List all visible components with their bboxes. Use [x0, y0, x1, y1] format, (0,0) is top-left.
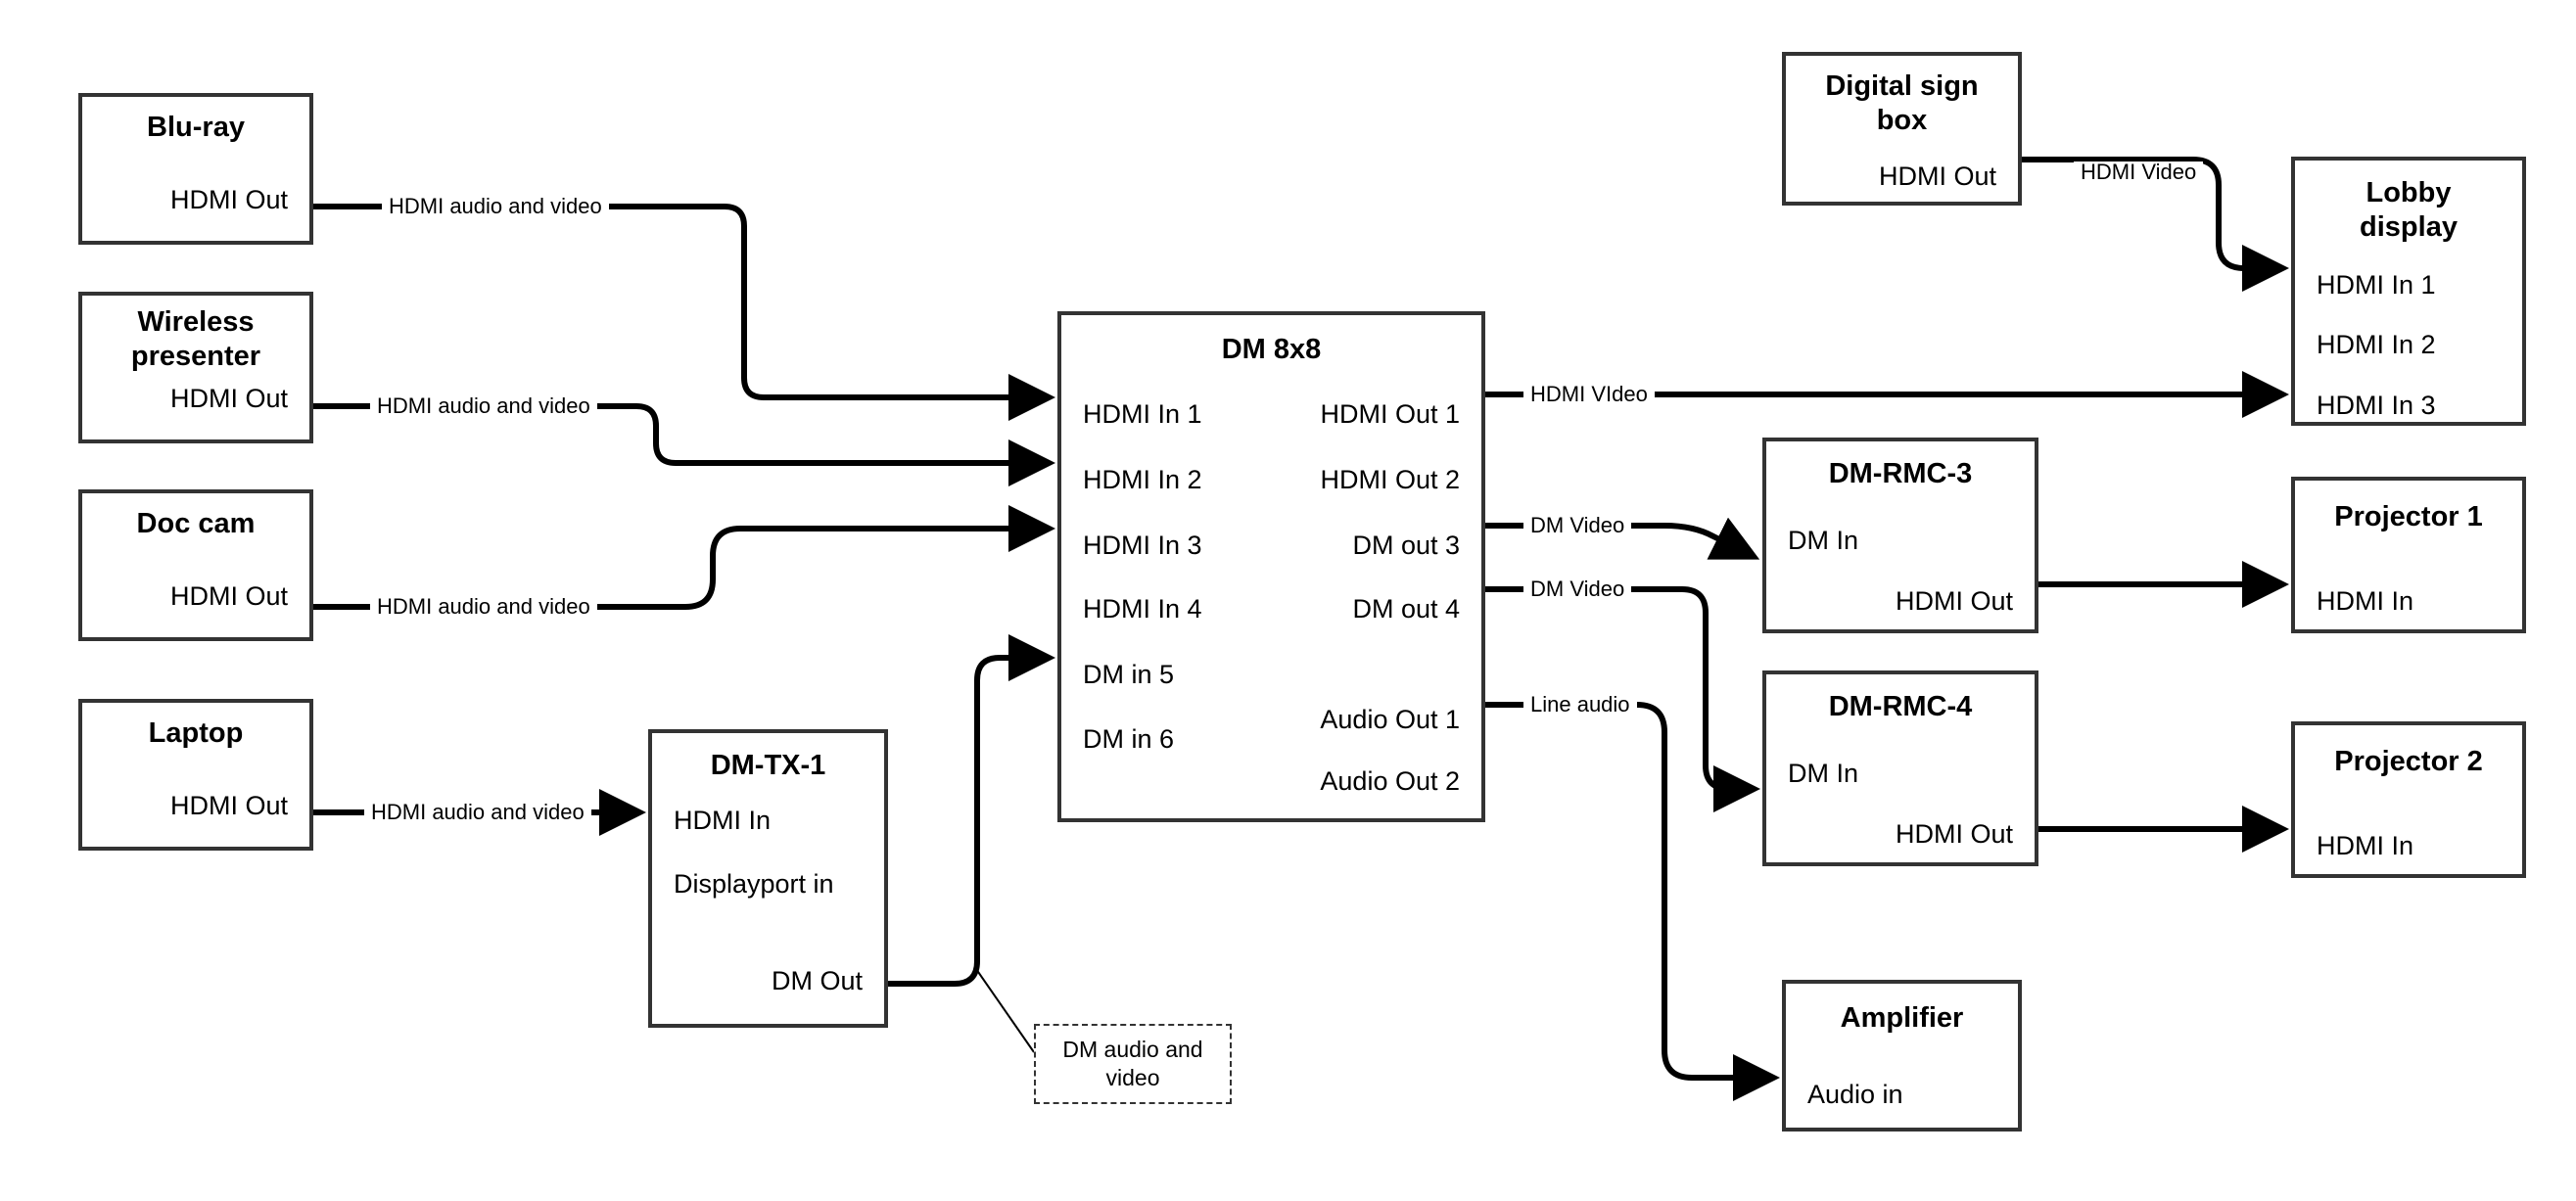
port-hdmi-in-3: HDMI In 3 — [1083, 531, 1202, 560]
node-title: DM-RMC-3 — [1828, 458, 1973, 489]
port-dm-out: DM Out — [771, 966, 863, 995]
wire-bluray-to-dm-hdmi-in-1 — [313, 204, 1055, 421]
wire-label-wireless: HDMI audio and video — [370, 395, 597, 417]
node-amplifier[interactable]: Amplifier Audio in — [1782, 980, 2022, 1132]
port-displayport-in: Displayport in — [674, 869, 834, 899]
port-hdmi-in: HDMI In — [2317, 831, 2414, 860]
node-title: Laptop — [148, 717, 244, 749]
port-hdmi-in: HDMI In — [2317, 586, 2414, 616]
node-dm-rmc-3[interactable]: DM-RMC-3 DM In HDMI Out — [1762, 438, 2038, 633]
node-doc-cam[interactable]: Doc cam HDMI Out — [78, 489, 313, 641]
node-title: Projector 1 — [2334, 501, 2483, 532]
port-dm-out-3: DM out 3 — [1352, 531, 1460, 560]
port-hdmi-in-1: HDMI In 1 — [2317, 270, 2436, 300]
port-dm-in-5: DM in 5 — [1083, 660, 1175, 689]
node-dm-tx-1[interactable]: DM-TX-1 HDMI In Displayport in DM Out — [648, 729, 888, 1028]
port-hdmi-out: HDMI Out — [169, 581, 288, 611]
port-hdmi-out: HDMI Out — [1895, 586, 2013, 616]
port-hdmi-in-2: HDMI In 2 — [1083, 465, 1202, 494]
wire-label-hdmi-video-sign: HDMI Video — [2074, 162, 2204, 183]
wire-audio-out-1-to-amplifier — [1485, 702, 1780, 1101]
node-blu-ray[interactable]: Blu-ray HDMI Out — [78, 93, 313, 245]
port-hdmi-out-1: HDMI Out 1 — [1320, 399, 1460, 429]
node-lobby-display[interactable]: Lobby display HDMI In 1 HDMI In 2 HDMI I… — [2291, 157, 2526, 426]
node-dm-8x8[interactable]: DM 8x8 HDMI In 1 HDMI In 2 HDMI In 3 HDM… — [1057, 311, 1485, 822]
wire-dmtx-to-dm-in-5 — [888, 634, 1055, 987]
wire-dm-out-4-to-rmc-4 — [1485, 586, 1760, 812]
port-dm-in-6: DM in 6 — [1083, 724, 1175, 754]
port-dm-in: DM In — [1788, 759, 1859, 788]
node-title: Wireless presenter — [130, 306, 261, 373]
node-wireless-presenter[interactable]: Wireless presenter HDMI Out — [78, 292, 313, 443]
node-title: DM 8x8 — [1221, 334, 1322, 365]
wire-label-doccam: HDMI audio and video — [370, 596, 597, 618]
port-hdmi-out: HDMI Out — [1878, 162, 1996, 191]
port-hdmi-out: HDMI Out — [169, 384, 288, 413]
node-title: Amplifier — [1840, 1002, 1964, 1034]
port-hdmi-out: HDMI Out — [169, 185, 288, 214]
wire-label-line-audio: Line audio — [1523, 694, 1637, 716]
node-title: Lobby display — [2360, 177, 2458, 244]
port-hdmi-in-3: HDMI In 3 — [2317, 391, 2436, 420]
port-audio-out-1: Audio Out 1 — [1320, 705, 1460, 734]
port-hdmi-in: HDMI In — [674, 806, 772, 835]
wire-label-dm-video-4: DM Video — [1523, 578, 1632, 600]
node-dm-rmc-4[interactable]: DM-RMC-4 DM In HDMI Out — [1762, 670, 2038, 866]
port-dm-out-4: DM out 4 — [1352, 594, 1460, 624]
node-title: Blu-ray — [147, 112, 245, 143]
port-dm-in: DM In — [1788, 526, 1859, 555]
note-leader-line — [975, 968, 1035, 1053]
port-hdmi-in-1: HDMI In 1 — [1083, 399, 1202, 429]
node-laptop[interactable]: Laptop HDMI Out — [78, 699, 313, 851]
node-title: Projector 2 — [2334, 746, 2483, 777]
port-hdmi-out-2: HDMI Out 2 — [1320, 465, 1460, 494]
port-hdmi-out: HDMI Out — [169, 791, 288, 820]
port-hdmi-in-2: HDMI In 2 — [2317, 330, 2436, 359]
note-dm-audio-and-video: DM audio and video — [1034, 1024, 1232, 1104]
port-audio-in: Audio in — [1807, 1080, 1903, 1109]
node-title: Digital sign box — [1825, 70, 1979, 137]
port-hdmi-out: HDMI Out — [1895, 819, 2013, 849]
node-title: Doc cam — [136, 508, 256, 539]
node-digital-sign-box[interactable]: Digital sign box HDMI Out — [1782, 52, 2022, 206]
port-hdmi-in-4: HDMI In 4 — [1083, 594, 1202, 624]
wire-label-hdmi-video-out-1: HDMI VIdeo — [1523, 384, 1655, 405]
node-title: DM-TX-1 — [710, 750, 826, 781]
wire-label-laptop: HDMI audio and video — [364, 802, 591, 823]
wire-label-dm-video-3: DM Video — [1523, 515, 1632, 536]
node-title: DM-RMC-4 — [1828, 691, 1973, 722]
wire-label-bluray: HDMI audio and video — [382, 196, 609, 217]
node-projector-1[interactable]: Projector 1 HDMI In — [2291, 477, 2526, 633]
port-audio-out-2: Audio Out 2 — [1320, 766, 1460, 796]
node-projector-2[interactable]: Projector 2 HDMI In — [2291, 721, 2526, 878]
